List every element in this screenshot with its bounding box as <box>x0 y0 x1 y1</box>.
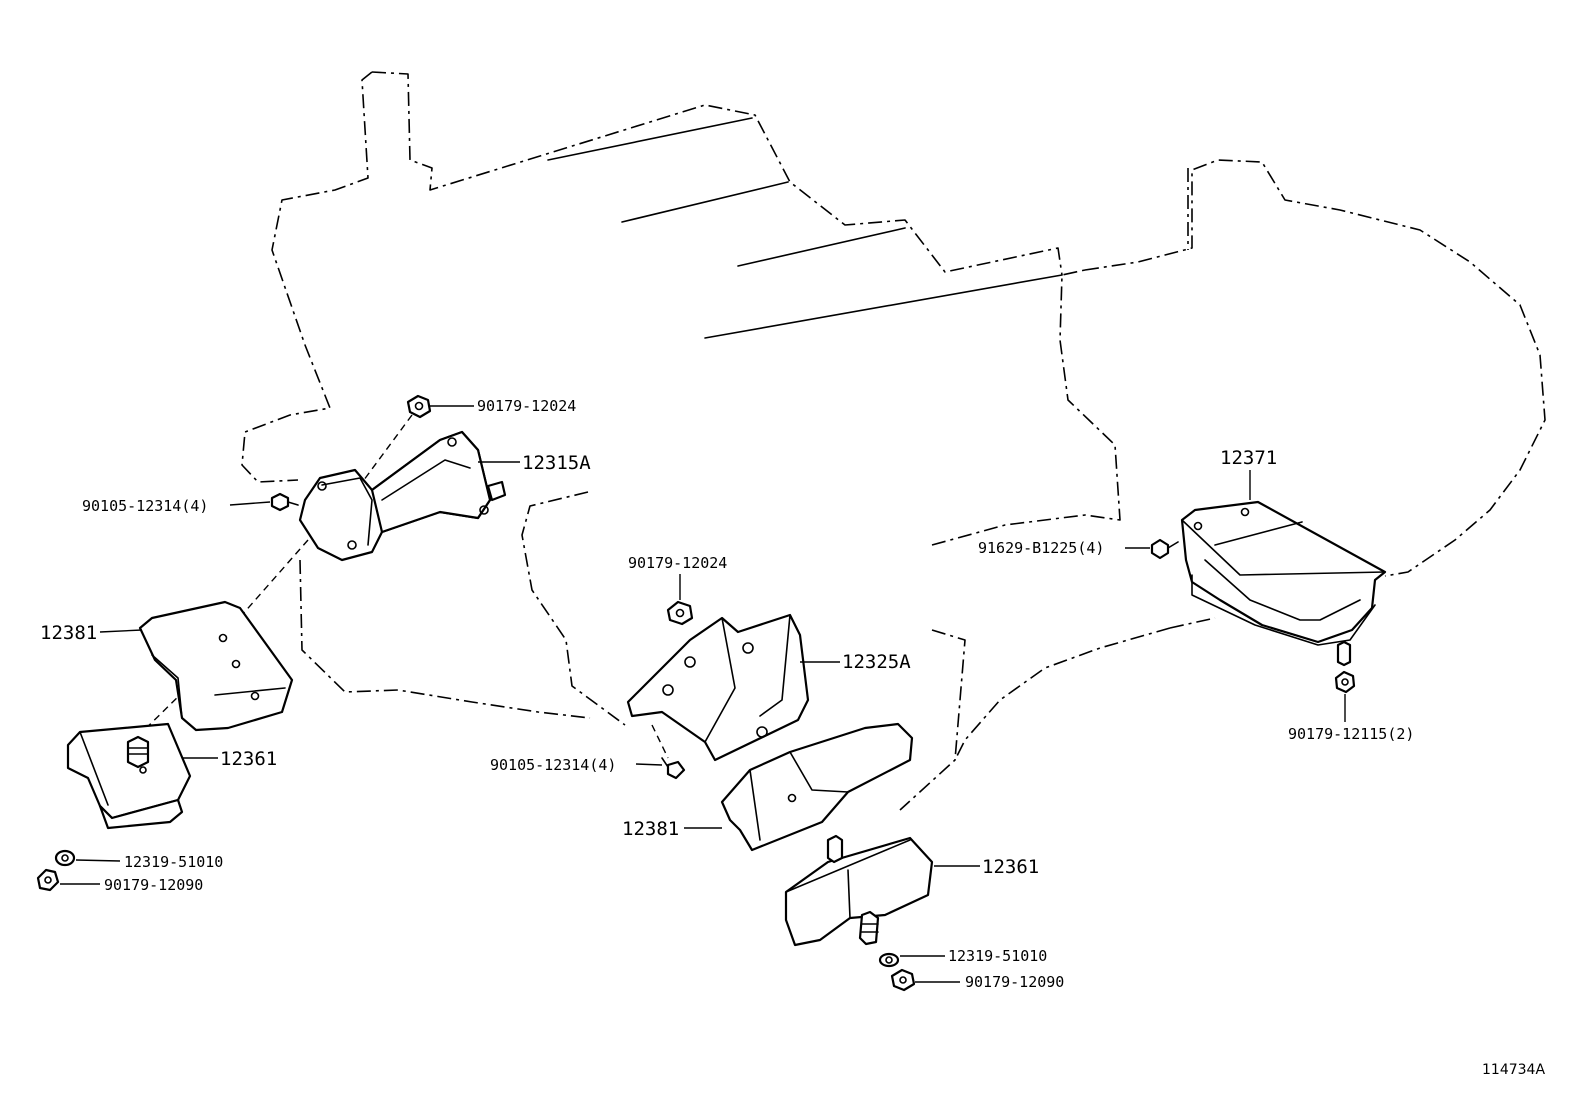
center-mounting-bracket <box>626 613 810 762</box>
left-bottom-nut <box>36 868 60 892</box>
label-nut-top-left: 90179-12024 <box>477 397 576 415</box>
center-insulator <box>784 834 934 947</box>
label-nut-center: 90179-12024 <box>628 554 727 572</box>
center-top-nut <box>666 600 694 626</box>
label-rear-mount: 12371 <box>1220 447 1277 469</box>
label-washer-center: 12319-51010 <box>948 947 1047 965</box>
rear-nut <box>1334 670 1356 694</box>
rear-mount <box>1180 500 1387 667</box>
left-bolt <box>270 492 299 512</box>
label-stopper-left: 12381 <box>40 622 97 644</box>
label-bracket-left: 12315A <box>522 452 591 474</box>
label-bracket-center: 12325A <box>842 651 911 673</box>
center-bottom-nut <box>890 968 916 992</box>
left-mounting-bracket <box>298 430 507 562</box>
label-rear-bolt: 91629-B1225(4) <box>978 539 1104 557</box>
left-washer <box>54 849 76 867</box>
left-top-nut <box>406 394 432 419</box>
label-insulator-center: 12361 <box>982 856 1039 878</box>
figure-code: 114734A <box>1482 1062 1545 1078</box>
rear-bolt <box>1150 538 1179 560</box>
center-stopper <box>720 722 914 852</box>
center-bolt <box>661 757 686 780</box>
engine-outline <box>241 71 1171 811</box>
leader-lines <box>60 405 1346 983</box>
label-nut-bottom-left: 90179-12090 <box>104 876 203 894</box>
label-washer-left: 12319-51010 <box>124 853 223 871</box>
left-insulator <box>66 722 192 830</box>
label-stopper-center: 12381 <box>622 818 679 840</box>
label-bolt-center: 90105-12314(4) <box>490 756 616 774</box>
label-rear-nut: 90179-12115(2) <box>1288 725 1414 743</box>
transmission-outline <box>1084 159 1546 629</box>
label-bolt-left: 90105-12314(4) <box>82 497 208 515</box>
left-stopper <box>138 600 294 732</box>
callout-labels: 90179-12024 12315A 90105-12314(4) 12381 … <box>40 397 1414 991</box>
label-nut-bottom-center: 90179-12090 <box>965 973 1064 991</box>
center-washer <box>878 952 900 968</box>
label-insulator-left: 12361 <box>220 748 277 770</box>
